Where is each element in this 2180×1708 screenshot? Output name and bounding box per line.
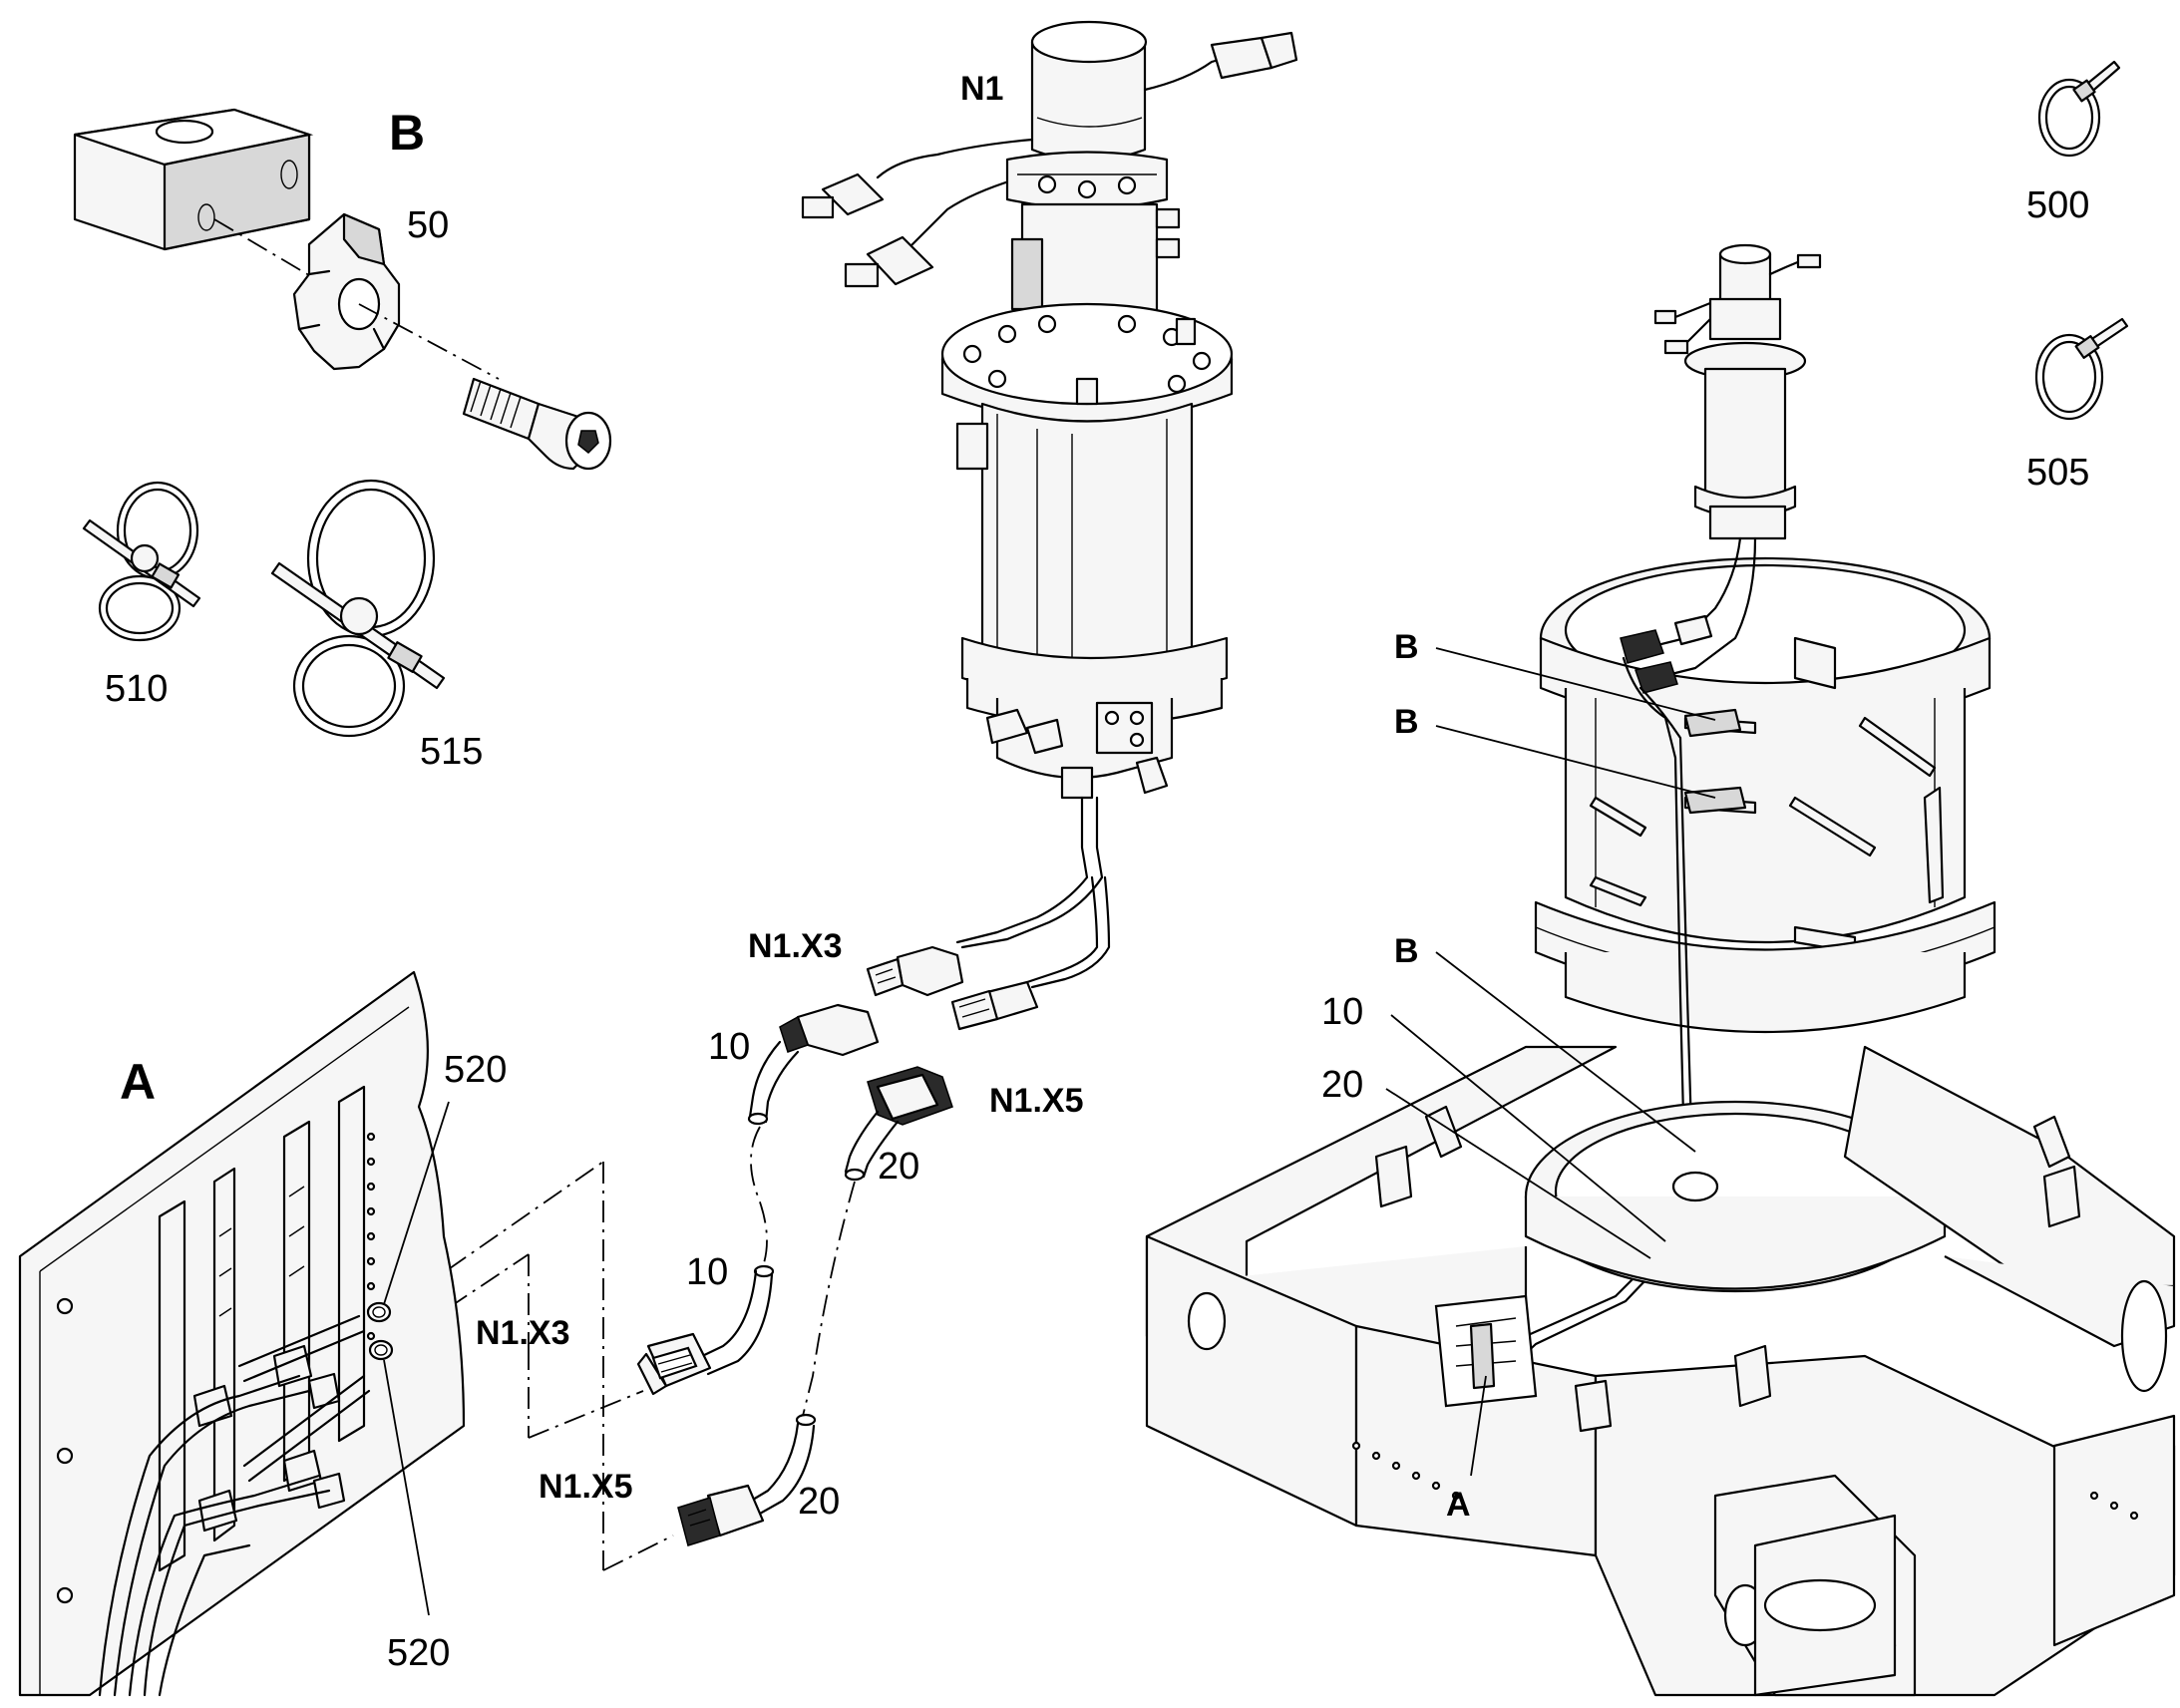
tower-ring-lower [1534, 900, 1997, 1034]
part-label-500: 500 [2026, 184, 2089, 226]
cable-tie-510 [82, 481, 201, 642]
connector-label-n1-x5-mid: N1.X5 [539, 1468, 633, 1506]
connector-n1-x3-top [866, 945, 964, 997]
actuator-n1 [801, 20, 1298, 989]
detail-b-clamp-assembly [73, 108, 612, 471]
cable-clip-50 [292, 212, 401, 371]
cable-label-20-mid: 20 [798, 1481, 840, 1523]
component-label-n1: N1 [960, 70, 1003, 108]
leader-lines [383, 647, 1716, 1616]
part-label-510: 510 [105, 668, 168, 710]
cable-label-20-top: 20 [878, 1146, 919, 1188]
part-label-515: 515 [420, 731, 483, 773]
actuator-n1-installed [1653, 243, 1822, 540]
cable-tie-515 [270, 479, 446, 738]
connector-label-n1-x3-mid: N1.X3 [476, 1314, 570, 1352]
cable-label-20-right: 20 [1321, 1064, 1363, 1106]
view-label-b: B [389, 105, 425, 161]
view-label-a: A [120, 1054, 156, 1110]
cable-10-mid [636, 1264, 775, 1396]
part-labels: B 50 N1 500 505 510 515 N1.X3 N1.X5 10 2… [105, 70, 2089, 1674]
mounting-block [73, 108, 314, 251]
part-label-50: 50 [407, 204, 449, 246]
cable-tie-500 [2037, 60, 2121, 158]
connector-n1-x5-top [950, 980, 1039, 1031]
part-label-520-top: 520 [444, 1049, 507, 1091]
cable-20-top [844, 1066, 953, 1182]
cable-10-top [747, 1003, 880, 1126]
part-label-520-bottom: 520 [387, 1632, 450, 1674]
tower-ring-upper [1539, 556, 1992, 954]
cable-tie-505 [2034, 317, 2129, 421]
part-label-505: 505 [2026, 452, 2089, 494]
cable-20-mid [677, 1413, 817, 1546]
reference-label-b-1: B [1394, 628, 1419, 666]
screw [462, 377, 612, 471]
cable-label-10-top: 10 [708, 1026, 750, 1068]
installed-view [1145, 243, 2176, 1697]
reference-label-a: A [1446, 1486, 1471, 1524]
connector-label-n1-x5-top: N1.X5 [989, 1082, 1084, 1120]
detail-a-cabinet [18, 970, 466, 1697]
reference-label-b-3: B [1394, 932, 1419, 970]
cable-label-10-right: 10 [1321, 991, 1363, 1033]
cable-label-10-mid: 10 [686, 1251, 728, 1293]
base-frame [1145, 1045, 2176, 1697]
reference-label-b-2: B [1394, 703, 1419, 741]
connector-label-n1-x3-top: N1.X3 [748, 927, 843, 965]
